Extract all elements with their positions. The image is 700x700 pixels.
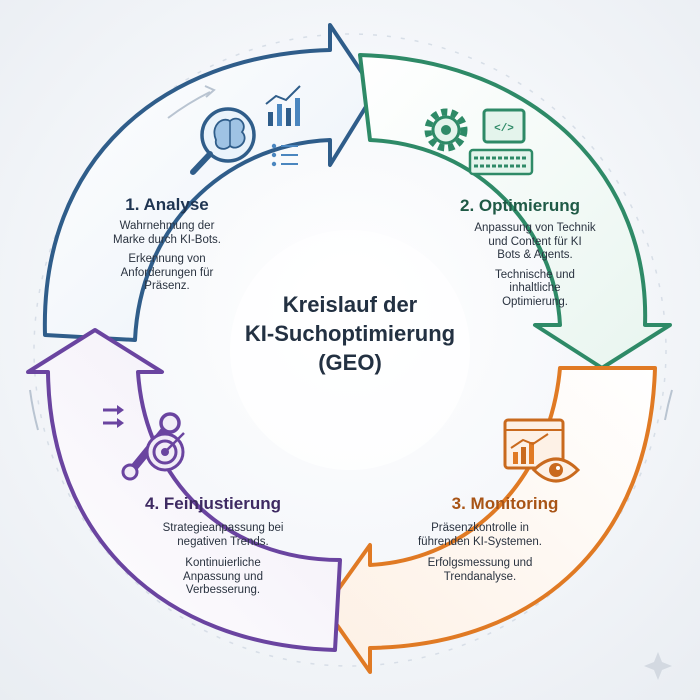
keyboard-icon	[468, 148, 534, 176]
sparkle-icon	[644, 652, 672, 680]
step-desc-monitoring: Präsenzkontrolle in führenden KI-Systeme…	[395, 522, 565, 584]
desc-line: Erfolgsmessung und	[427, 557, 533, 569]
step-desc-optimierung: Anpassung von Technik und Content für KI…	[460, 222, 610, 309]
step-title-analyse: 1. Analyse	[125, 195, 209, 214]
desc-line: Technische und	[495, 268, 575, 281]
step-title-feinjustierung: 4. Feinjustierung	[144, 494, 282, 513]
step-desc-analyse: Wahrnehmung der Marke durch KI-Bots. Erk…	[92, 220, 242, 294]
desc-line: und Content für KI	[488, 235, 582, 248]
code-icon: </>	[482, 108, 526, 144]
desc-line: Wahrnehmung der	[119, 220, 215, 232]
deco-arrow-icon	[167, 91, 211, 119]
step-title-optimierung: 2. Optimierung	[460, 196, 580, 215]
eye-icon	[531, 457, 581, 483]
desc-line: Erkennung von	[128, 253, 206, 265]
desc-line: Bots & Agents.	[497, 249, 573, 261]
desc-line: Kontinuierliche	[185, 557, 261, 569]
desc-line: Optimierung.	[502, 295, 568, 308]
desc-line: Trendanalyse.	[443, 570, 517, 583]
brain-magnifier-icon	[190, 107, 256, 175]
arrow-analyse	[42, 23, 377, 342]
desc-line: Verbesserung.	[185, 584, 261, 596]
deco-arrow-icon	[29, 389, 39, 431]
list-icon	[271, 143, 298, 167]
desc-line: Anpassung und	[183, 570, 263, 583]
svg-text:</>: </>	[494, 123, 514, 135]
center-title: Kreislauf der KI-Suchoptimierung (GEO)	[190, 290, 510, 377]
desc-line: Marke durch KI-Bots.	[112, 233, 221, 246]
target-icon	[145, 432, 185, 472]
deco-arrow-icon	[664, 389, 673, 421]
arrow-monitoring	[323, 366, 657, 674]
desc-line: Anforderungen für	[120, 266, 214, 279]
center-title-line2: KI-Suchoptimierung	[244, 321, 456, 346]
center-title-line3: (GEO)	[318, 350, 382, 375]
desc-line: inhaltliche	[509, 282, 561, 294]
bar-chart-icon	[265, 85, 301, 126]
background-ring	[33, 33, 667, 667]
step-desc-feinjustierung: Strategieanpassung bei negativen Trends.…	[138, 522, 308, 598]
center-disc	[230, 230, 470, 470]
center-title-line1: Kreislauf der	[282, 292, 418, 317]
desc-line: Anpassung von Technik	[474, 222, 596, 234]
desc-line: Strategieanpassung bei	[162, 522, 284, 534]
desc-line: führenden KI-Systemen.	[417, 535, 542, 548]
deco-arrowhead-icon	[204, 85, 216, 98]
desc-line: negativen Trends.	[177, 535, 269, 548]
desc-line: Präsenz.	[144, 280, 190, 292]
gear-icon	[424, 108, 468, 152]
desc-line: Präsenzkontrolle in	[431, 522, 529, 534]
step-title-monitoring: 3. Monitoring	[451, 494, 559, 513]
arrows-icon	[103, 405, 124, 428]
